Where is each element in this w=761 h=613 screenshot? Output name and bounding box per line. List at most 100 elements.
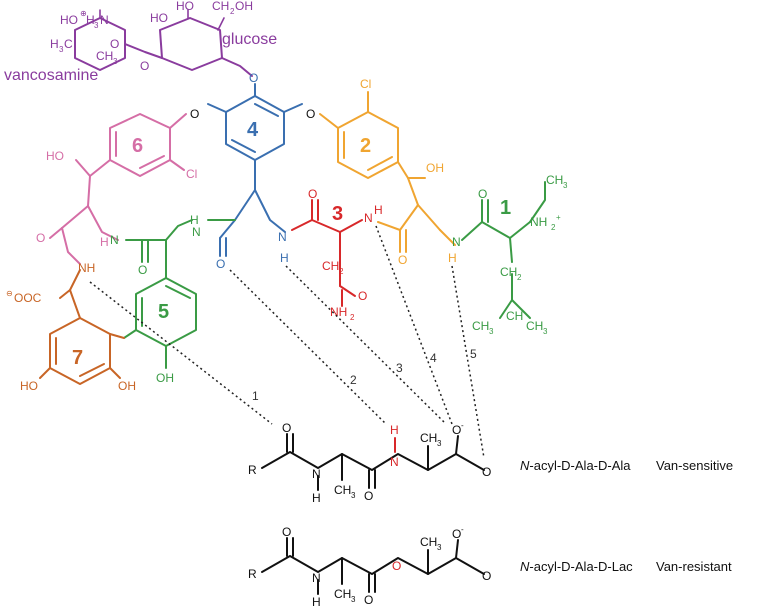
svg-text:2: 2: [339, 267, 344, 276]
lig2-r: R: [248, 567, 257, 581]
svg-text:3: 3: [351, 491, 356, 500]
r7-ho-left: HO: [20, 379, 38, 393]
vanc-h3c: H: [50, 37, 59, 51]
r1-ch3: CH: [546, 173, 563, 187]
residue-number-3: 3: [332, 203, 343, 225]
r6-nh-h: H: [100, 235, 109, 249]
residue-5-labels: 5 H N N O OH: [110, 213, 201, 385]
r6-cl: Cl: [186, 167, 197, 181]
r2-cl: Cl: [360, 77, 371, 91]
residue-3: [291, 199, 363, 307]
residue-6-labels: 6 Cl HO O H: [36, 135, 197, 249]
svg-text:3: 3: [351, 595, 356, 604]
r7-carboxylate: OOC: [14, 291, 42, 305]
svg-text:2: 2: [551, 223, 556, 232]
r7-nh: NH: [78, 261, 95, 275]
r1-ch3-left: CH: [472, 319, 489, 333]
residue-number-6: 6: [132, 135, 143, 157]
r5-carbonyl-o: O: [138, 263, 147, 277]
r6-carbonyl-o: O: [36, 231, 45, 245]
r1-nh2: NH: [530, 215, 547, 229]
hbond-2: [229, 269, 387, 425]
ligand-1-type: Van-sensitive: [656, 458, 733, 473]
r2-nh-h: H: [448, 251, 457, 265]
ligand-ala-ala: [261, 433, 485, 491]
r4-nh-h: H: [280, 251, 289, 265]
r3-ch2: CH: [322, 259, 339, 273]
lig2-ester-o: O: [364, 593, 373, 607]
gluc-ho-2: HO: [176, 0, 194, 13]
lig2-lactate-o: O: [392, 559, 401, 573]
ether-o-left: O: [190, 107, 199, 121]
r4-ether-o-top: O: [249, 71, 258, 85]
residue-number-2: 2: [360, 135, 371, 157]
lig2-carboxylate-o: O: [452, 527, 461, 541]
svg-text:2: 2: [230, 7, 235, 16]
r1-ch3-right: CH: [526, 319, 543, 333]
svg-text:2: 2: [350, 313, 355, 322]
svg-text:3: 3: [437, 439, 442, 448]
lig1-r: R: [248, 463, 257, 477]
r6-ho: HO: [46, 149, 64, 163]
residue-6: [49, 113, 187, 265]
vanc-n: N: [100, 13, 109, 27]
vanc-ring-o: O: [110, 37, 119, 51]
svg-text:-: -: [461, 421, 464, 430]
lig1-n2: N: [390, 455, 399, 469]
glycosidic-bond: [124, 43, 163, 59]
lig1-amide-o: O: [364, 489, 373, 503]
sugar-labels: vancosamine glucose HO ⊕ H 3 N H 3 C O C…: [4, 0, 277, 84]
residue-7-labels: 7 NH ⊖ OOC HO OH: [6, 261, 136, 393]
r1-carbonyl-o: O: [478, 187, 487, 201]
ligand-ala-lac-labels: R O N H CH 3 O CH 3 O - O: [248, 525, 491, 609]
svg-text:2: 2: [517, 273, 522, 282]
r3-nh-h: H: [374, 203, 383, 217]
r2-carbonyl-o: O: [398, 253, 407, 267]
hbond-label-1: 1: [252, 389, 259, 403]
lig2-n1: N: [312, 571, 321, 585]
vanc-charge: ⊕: [80, 9, 87, 18]
hbond-label-2: 2: [350, 373, 357, 387]
glucose-ring: [159, 17, 223, 71]
lig1-n1-h: H: [312, 491, 321, 505]
vanc-ho: HO: [60, 13, 78, 27]
r5-n: N: [192, 225, 201, 239]
svg-text:3: 3: [489, 327, 494, 336]
r2-oh: OH: [426, 161, 444, 175]
sugar-group: [74, 9, 253, 77]
glucose-label: glucose: [222, 31, 277, 48]
r3-carbonyl-o: O: [308, 187, 317, 201]
hbond-1: [89, 281, 273, 425]
residue-number-7: 7: [72, 347, 83, 369]
svg-text:3: 3: [563, 181, 568, 190]
lig1-ch3-1: CH: [334, 483, 351, 497]
ligand-ala-ala-labels: R O N H CH 3 O CH 3 O - O: [248, 421, 491, 505]
svg-text:3: 3: [94, 21, 99, 30]
glycosidic-o: O: [140, 59, 149, 73]
r4-carbonyl-o: O: [216, 257, 225, 271]
hbond-4: [375, 225, 453, 425]
residue-number-5: 5: [158, 301, 169, 323]
lig1-ch3-2: CH: [420, 431, 437, 445]
residue-5: [123, 219, 236, 369]
ligand-ala-lac: [261, 537, 485, 595]
lig2-acyl-o: O: [282, 525, 291, 539]
lig1-carboxyl-o: O: [482, 465, 491, 479]
svg-text:-: -: [461, 525, 464, 534]
lig1-n2-h: H: [390, 423, 399, 437]
residue-number-4: 4: [247, 119, 259, 141]
r1-ch2: CH: [500, 265, 517, 279]
residue-3-labels: 3 O N H CH 2 O NH 2: [308, 187, 383, 322]
ligand-2-type: Van-resistant: [656, 559, 732, 574]
lig1-carboxylate-o: O: [452, 423, 461, 437]
r1-ch: CH: [506, 309, 523, 323]
r7-charge: ⊖: [6, 289, 13, 298]
lig1-acyl-o: O: [282, 421, 291, 435]
hbond-label-3: 3: [396, 361, 403, 375]
svg-text:C: C: [64, 37, 73, 51]
gluc-ch2-bond: [217, 17, 225, 31]
r3-nh-n: N: [364, 211, 373, 225]
lig2-n1-h: H: [312, 595, 321, 609]
